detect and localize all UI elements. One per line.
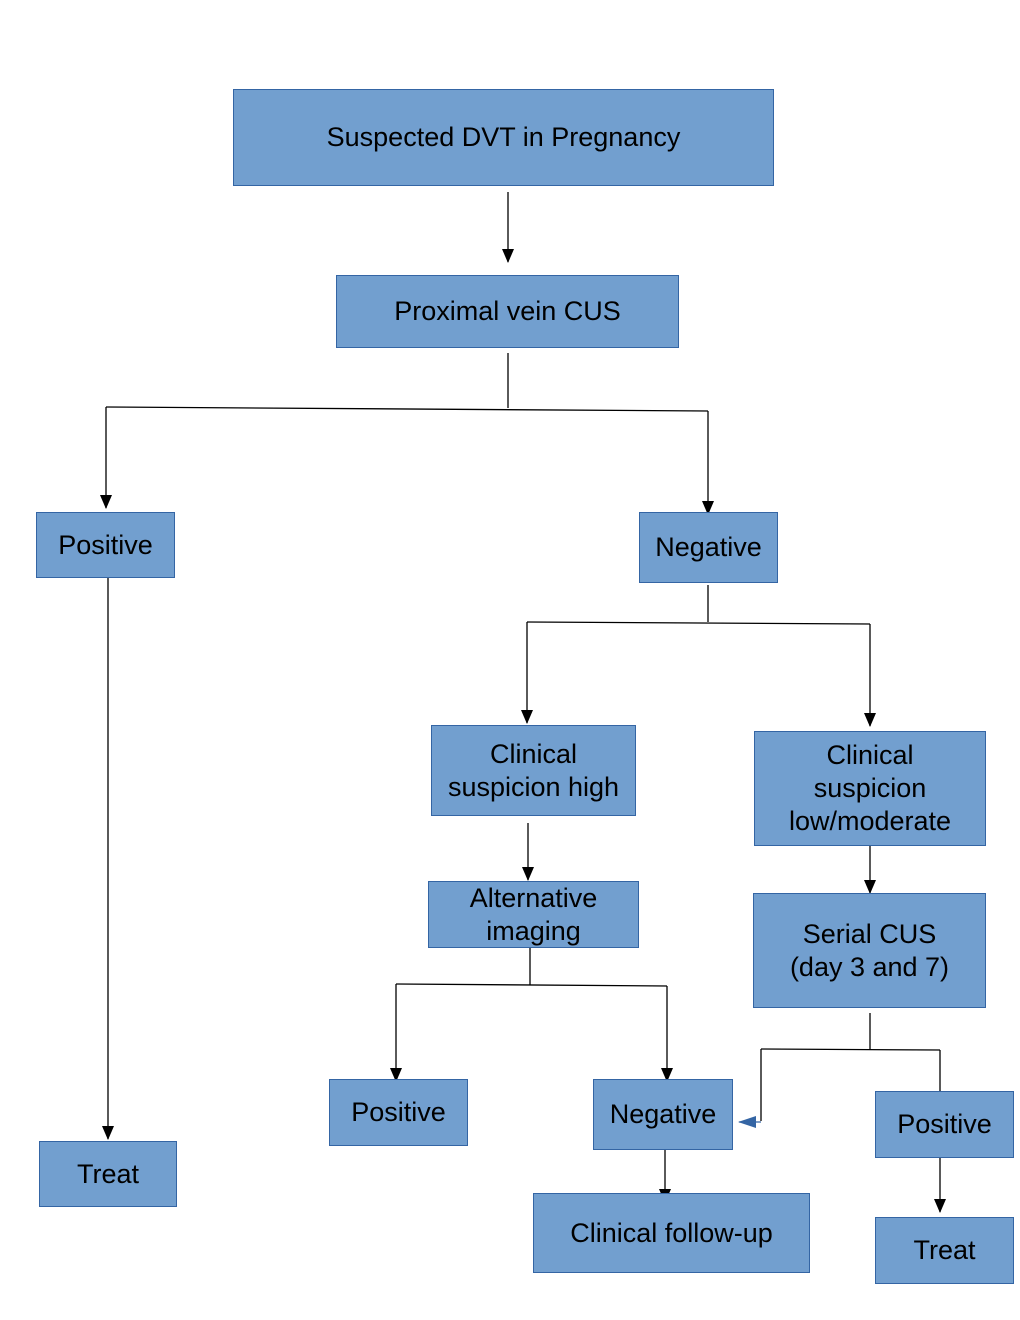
connector-alternative-branch xyxy=(395,983,668,987)
node-label: Suspected DVT in Pregnancy xyxy=(326,122,681,152)
connector-serial-branch xyxy=(760,1048,941,1051)
node-alternative-imaging: Alternative imaging xyxy=(428,881,639,948)
node-clinical-followup: Clinical follow-up xyxy=(533,1193,810,1273)
node-label: Positive xyxy=(58,529,153,560)
node-label-line: imaging xyxy=(486,915,581,946)
node-label: Proximal vein CUS xyxy=(394,296,621,326)
node-negative-alternative: Negative xyxy=(593,1079,733,1150)
node-label: Negative xyxy=(609,1099,717,1129)
node-label-line: suspicion xyxy=(813,773,927,803)
node-label-line: low/moderate xyxy=(788,806,952,836)
node-label-line: Clinical xyxy=(489,738,578,769)
node-treat-left: Treat xyxy=(39,1141,177,1207)
node-serial-cus: Serial CUS (day 3 and 7) xyxy=(753,893,986,1008)
node-label: Treat xyxy=(76,1158,139,1189)
node-clinical-suspicion-low: Clinical suspicion low/moderate xyxy=(754,731,986,846)
node-label-line: Serial CUS xyxy=(802,918,937,949)
node-positive-serial: Positive xyxy=(875,1091,1014,1158)
node-label-line: suspicion high xyxy=(447,771,620,802)
node-label-line: Clinical xyxy=(826,740,914,770)
node-negative-main: Negative xyxy=(639,512,778,583)
connector-negative-branch xyxy=(526,621,871,625)
node-label: Positive xyxy=(897,1109,992,1139)
node-treat-right: Treat xyxy=(875,1217,1014,1284)
node-label: Positive xyxy=(351,1097,446,1127)
node-suspected-dvt: Suspected DVT in Pregnancy xyxy=(233,89,774,186)
node-proximal-cus: Proximal vein CUS xyxy=(336,275,679,348)
node-label-line: (day 3 and 7) xyxy=(789,951,950,982)
node-clinical-suspicion-high: Clinical suspicion high xyxy=(431,725,636,816)
node-positive-main: Positive xyxy=(36,512,175,578)
node-positive-alternative: Positive xyxy=(329,1079,468,1146)
node-label: Clinical follow-up xyxy=(570,1217,773,1248)
node-label: Negative xyxy=(655,532,762,562)
node-label-line: Alternative xyxy=(469,882,598,913)
node-label: Treat xyxy=(913,1235,976,1265)
connector-cus-branch xyxy=(105,406,709,412)
